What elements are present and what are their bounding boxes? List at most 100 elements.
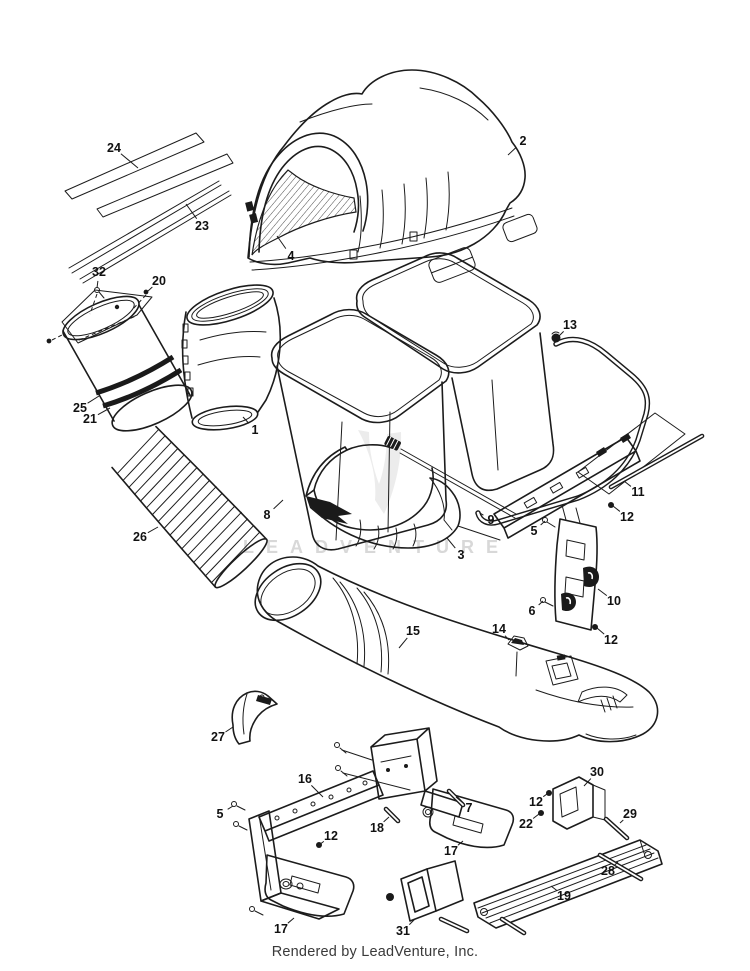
leader-line [87,395,100,404]
watermark: LEADVENTURE [243,430,498,557]
part-channel-bracket-30 [552,776,606,830]
callout-21: 21 [83,407,111,426]
part-number-label: 12 [620,510,634,524]
leader-line [457,840,464,846]
leader-line [540,520,546,526]
part-fill-tube-21 [51,289,193,432]
part-latch-bracket-31 [386,860,470,934]
callout-20: 20 [147,274,166,292]
leader-line [550,885,558,891]
part-support-frame-9 [384,336,651,539]
part-rod-11 [577,412,705,495]
callout-12: 12 [596,627,618,647]
part-number-label: 12 [324,829,338,843]
leader-line [614,861,619,866]
leader-line [558,331,564,337]
part-number-label: 2 [520,134,527,148]
leader-line [479,512,484,516]
part-number-label: 20 [152,274,166,288]
callout-16: 16 [298,772,324,798]
part-number-label: 5 [531,524,538,538]
leader-line [538,600,544,606]
part-support-bar-19 [473,839,663,936]
callout-3: 3 [446,537,465,562]
leader-line [318,841,325,846]
part-number-label: 16 [298,772,312,786]
callout-5: 5 [531,520,546,538]
part-cap-13 [551,331,561,343]
leader-line [455,796,463,803]
callout-17: 17 [444,840,464,858]
callout-30: 30 [583,765,604,787]
support-bolt [384,436,517,519]
part-number-label: 30 [590,765,604,779]
leader-line [504,635,510,641]
leader-line [619,819,624,824]
part-number-label: 15 [406,624,420,638]
leader-line [311,785,324,798]
part-number-label: 6 [529,604,536,618]
leader-line [227,805,234,810]
callout-23: 23 [185,203,209,233]
part-number-label: 14 [492,622,506,636]
part-number-label: 12 [529,795,543,809]
leader-line [583,778,592,787]
leader-line [120,153,139,169]
part-number-label: 25 [73,401,87,415]
part-hanger-plate-17-right [429,788,515,849]
callout-11: 11 [623,480,645,499]
callout-6: 6 [529,600,544,618]
part-elbow-chute-1 [181,284,282,431]
callout-18: 18 [370,816,390,835]
part-number-label: 11 [631,485,644,499]
part-bag-container-left-8 [270,308,450,551]
callout-14: 14 [492,622,510,641]
callout-4: 4 [276,235,295,263]
callout-26: 26 [133,526,159,544]
callout-29: 29 [619,807,637,824]
callout-22: 22 [519,813,540,831]
part-hood-cover-2 [245,69,538,283]
callout-17: 17 [274,917,295,936]
callout-5: 5 [217,805,234,821]
callout-9: 9 [479,512,495,527]
leader-line [398,637,408,649]
leader-line [409,918,416,925]
part-deflector-3 [305,444,501,550]
leader-line [242,416,250,424]
callout-32: 32 [92,265,106,289]
leader-line [147,286,153,292]
part-number-label: 23 [195,219,209,233]
leader-line [97,407,111,416]
callout-25: 25 [73,395,100,415]
part-number-label: 3 [458,548,465,562]
part-number-label: 19 [557,889,571,903]
callout-31: 31 [396,918,416,938]
footer-credit: Rendered by LeadVenture, Inc. [271,944,479,960]
leader-line [383,816,390,823]
part-number-label: 10 [607,594,621,608]
part-latch-plate-10 [554,504,599,631]
part-number-label: 26 [133,530,147,544]
part-number-label: 22 [519,817,533,831]
part-clip-14 [507,635,529,677]
part-number-label: 31 [396,924,410,938]
callout-10: 10 [597,588,621,608]
callout-24: 24 [107,141,139,169]
leader-line [596,627,605,635]
part-bracket-27 [231,690,278,745]
leader-line [623,480,632,487]
callout-12: 12 [529,793,548,809]
callout-12: 12 [318,829,338,846]
part-number-label: 21 [83,412,97,426]
part-number-label: 29 [623,807,637,821]
callout-2: 2 [507,134,527,156]
callout-8: 8 [264,499,284,522]
part-number-label: 27 [211,730,225,744]
part-number-label: 4 [288,249,295,263]
leader-line [446,537,456,549]
part-number-label: 17 [444,844,458,858]
flame-v-logo [358,430,402,514]
leader-line [612,505,621,512]
